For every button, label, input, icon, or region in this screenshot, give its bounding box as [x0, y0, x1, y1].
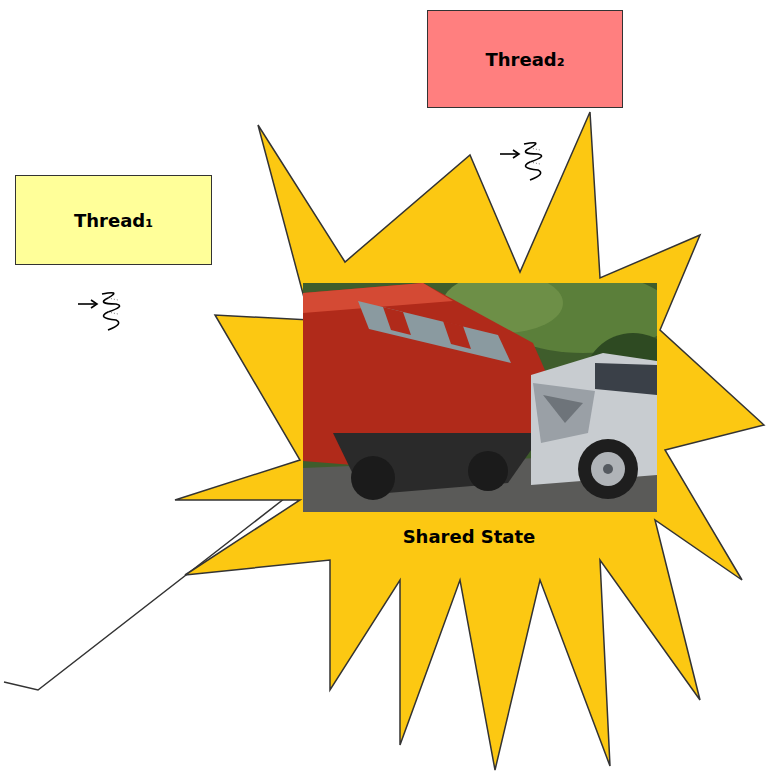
thread-box: Thread₂	[427, 10, 623, 108]
leader-line	[4, 488, 298, 690]
thread-icon	[500, 143, 542, 180]
thread-icon	[78, 293, 120, 330]
node-label: Shared State	[170, 526, 768, 547]
node-label: Thread₁	[74, 210, 153, 231]
node-label: Thread₂	[485, 49, 564, 70]
thread-box: Thread₁	[15, 175, 212, 265]
crash-photo	[303, 283, 657, 512]
shared-state-burst: Shared State	[170, 108, 768, 772]
